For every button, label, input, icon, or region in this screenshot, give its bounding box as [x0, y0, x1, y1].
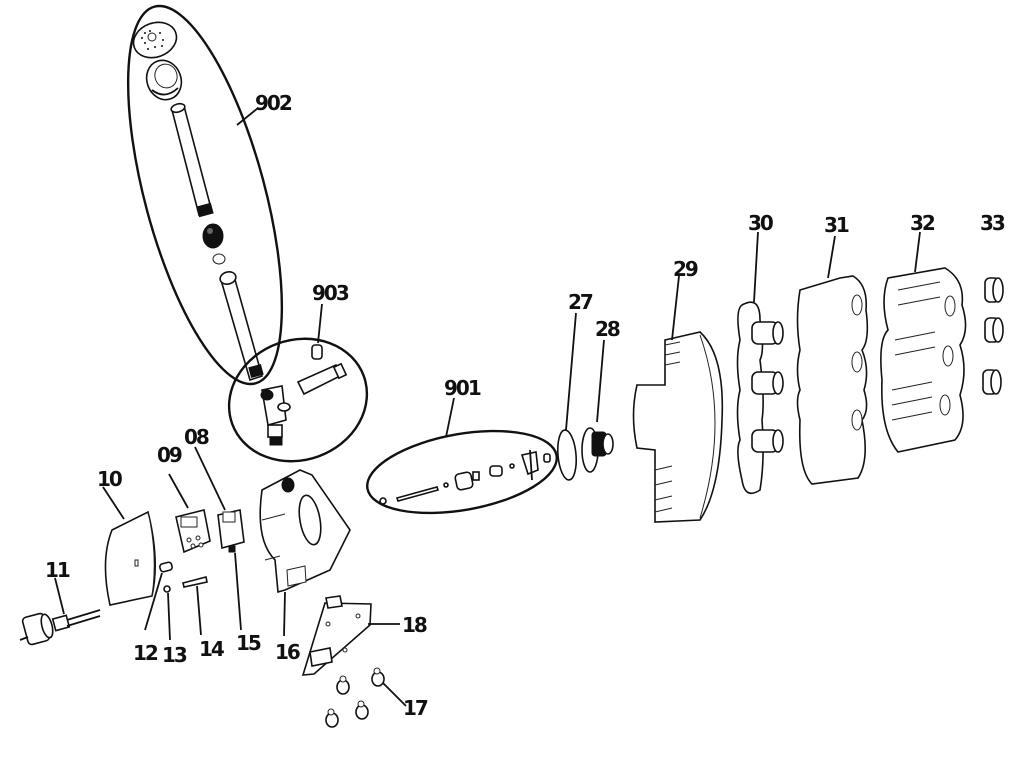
- ball-joint: [202, 223, 226, 265]
- label-27: 27: [568, 290, 593, 314]
- label-30: 30: [748, 211, 773, 235]
- part-12: 12: [133, 561, 173, 665]
- group-902-leader: [236, 107, 259, 126]
- screw: [163, 585, 171, 593]
- suction-feet: [325, 667, 385, 728]
- part-17: 17: [325, 667, 430, 728]
- label-28: 28: [595, 317, 620, 341]
- label-29: 29: [673, 257, 698, 281]
- label-31: 31: [824, 213, 849, 237]
- group-903-leader: [317, 303, 323, 344]
- terminal-sleeve: [159, 561, 173, 573]
- label-15: 15: [236, 631, 261, 655]
- part-29: 29: [632, 257, 724, 523]
- label-13: 13: [162, 643, 187, 667]
- label-11: 11: [45, 558, 70, 582]
- shaft-parts: [379, 449, 551, 505]
- cartridge-block: [796, 275, 869, 485]
- strain-relief-bar: [182, 576, 208, 588]
- group-903-outline: [227, 337, 369, 463]
- filter-caps: [751, 321, 784, 453]
- valve-fitting: [260, 344, 348, 446]
- part-14: 14: [182, 576, 226, 661]
- shower-head-body: [145, 59, 183, 101]
- group-901-leader: [445, 397, 455, 438]
- group-902: 902: [126, 4, 294, 386]
- label-901: 901: [444, 376, 481, 400]
- group-903: 903: [227, 281, 369, 463]
- group-901-outline: [366, 429, 558, 515]
- group-901: 901: [366, 376, 558, 515]
- label-16: 16: [275, 640, 300, 664]
- group-902-outline: [126, 4, 284, 386]
- part-08: 08: [184, 425, 245, 553]
- part-27: 27: [556, 290, 595, 481]
- part-10: 10: [97, 467, 156, 606]
- label-08: 08: [184, 425, 209, 449]
- o-ring: [556, 429, 578, 481]
- part-15: 15: [234, 552, 263, 655]
- label-903: 903: [312, 281, 349, 305]
- label-17: 17: [403, 696, 428, 720]
- part-33: 33: [980, 211, 1007, 395]
- shower-head-disc: [132, 21, 178, 59]
- part-31: 31: [796, 213, 869, 485]
- upper-tube: [170, 102, 214, 218]
- part-11: 11: [19, 558, 101, 646]
- label-902: 902: [255, 91, 292, 115]
- part-13: 13: [162, 585, 189, 667]
- label-10: 10: [97, 467, 122, 491]
- part-32: 32: [880, 211, 967, 453]
- part-30: 30: [736, 211, 784, 495]
- rear-cover: [104, 510, 156, 606]
- label-12: 12: [133, 641, 158, 665]
- label-14: 14: [199, 637, 224, 661]
- label-32: 32: [910, 211, 935, 235]
- label-09: 09: [157, 443, 182, 467]
- part-09: 09: [157, 443, 211, 554]
- label-18: 18: [402, 613, 427, 637]
- part-18: 18: [301, 595, 429, 676]
- lower-tube: [219, 271, 264, 382]
- label-33: 33: [980, 211, 1005, 235]
- end-caps: [982, 277, 1004, 395]
- part-16: 16: [259, 469, 351, 664]
- power-plug: [19, 609, 101, 646]
- part-28: 28: [581, 317, 622, 473]
